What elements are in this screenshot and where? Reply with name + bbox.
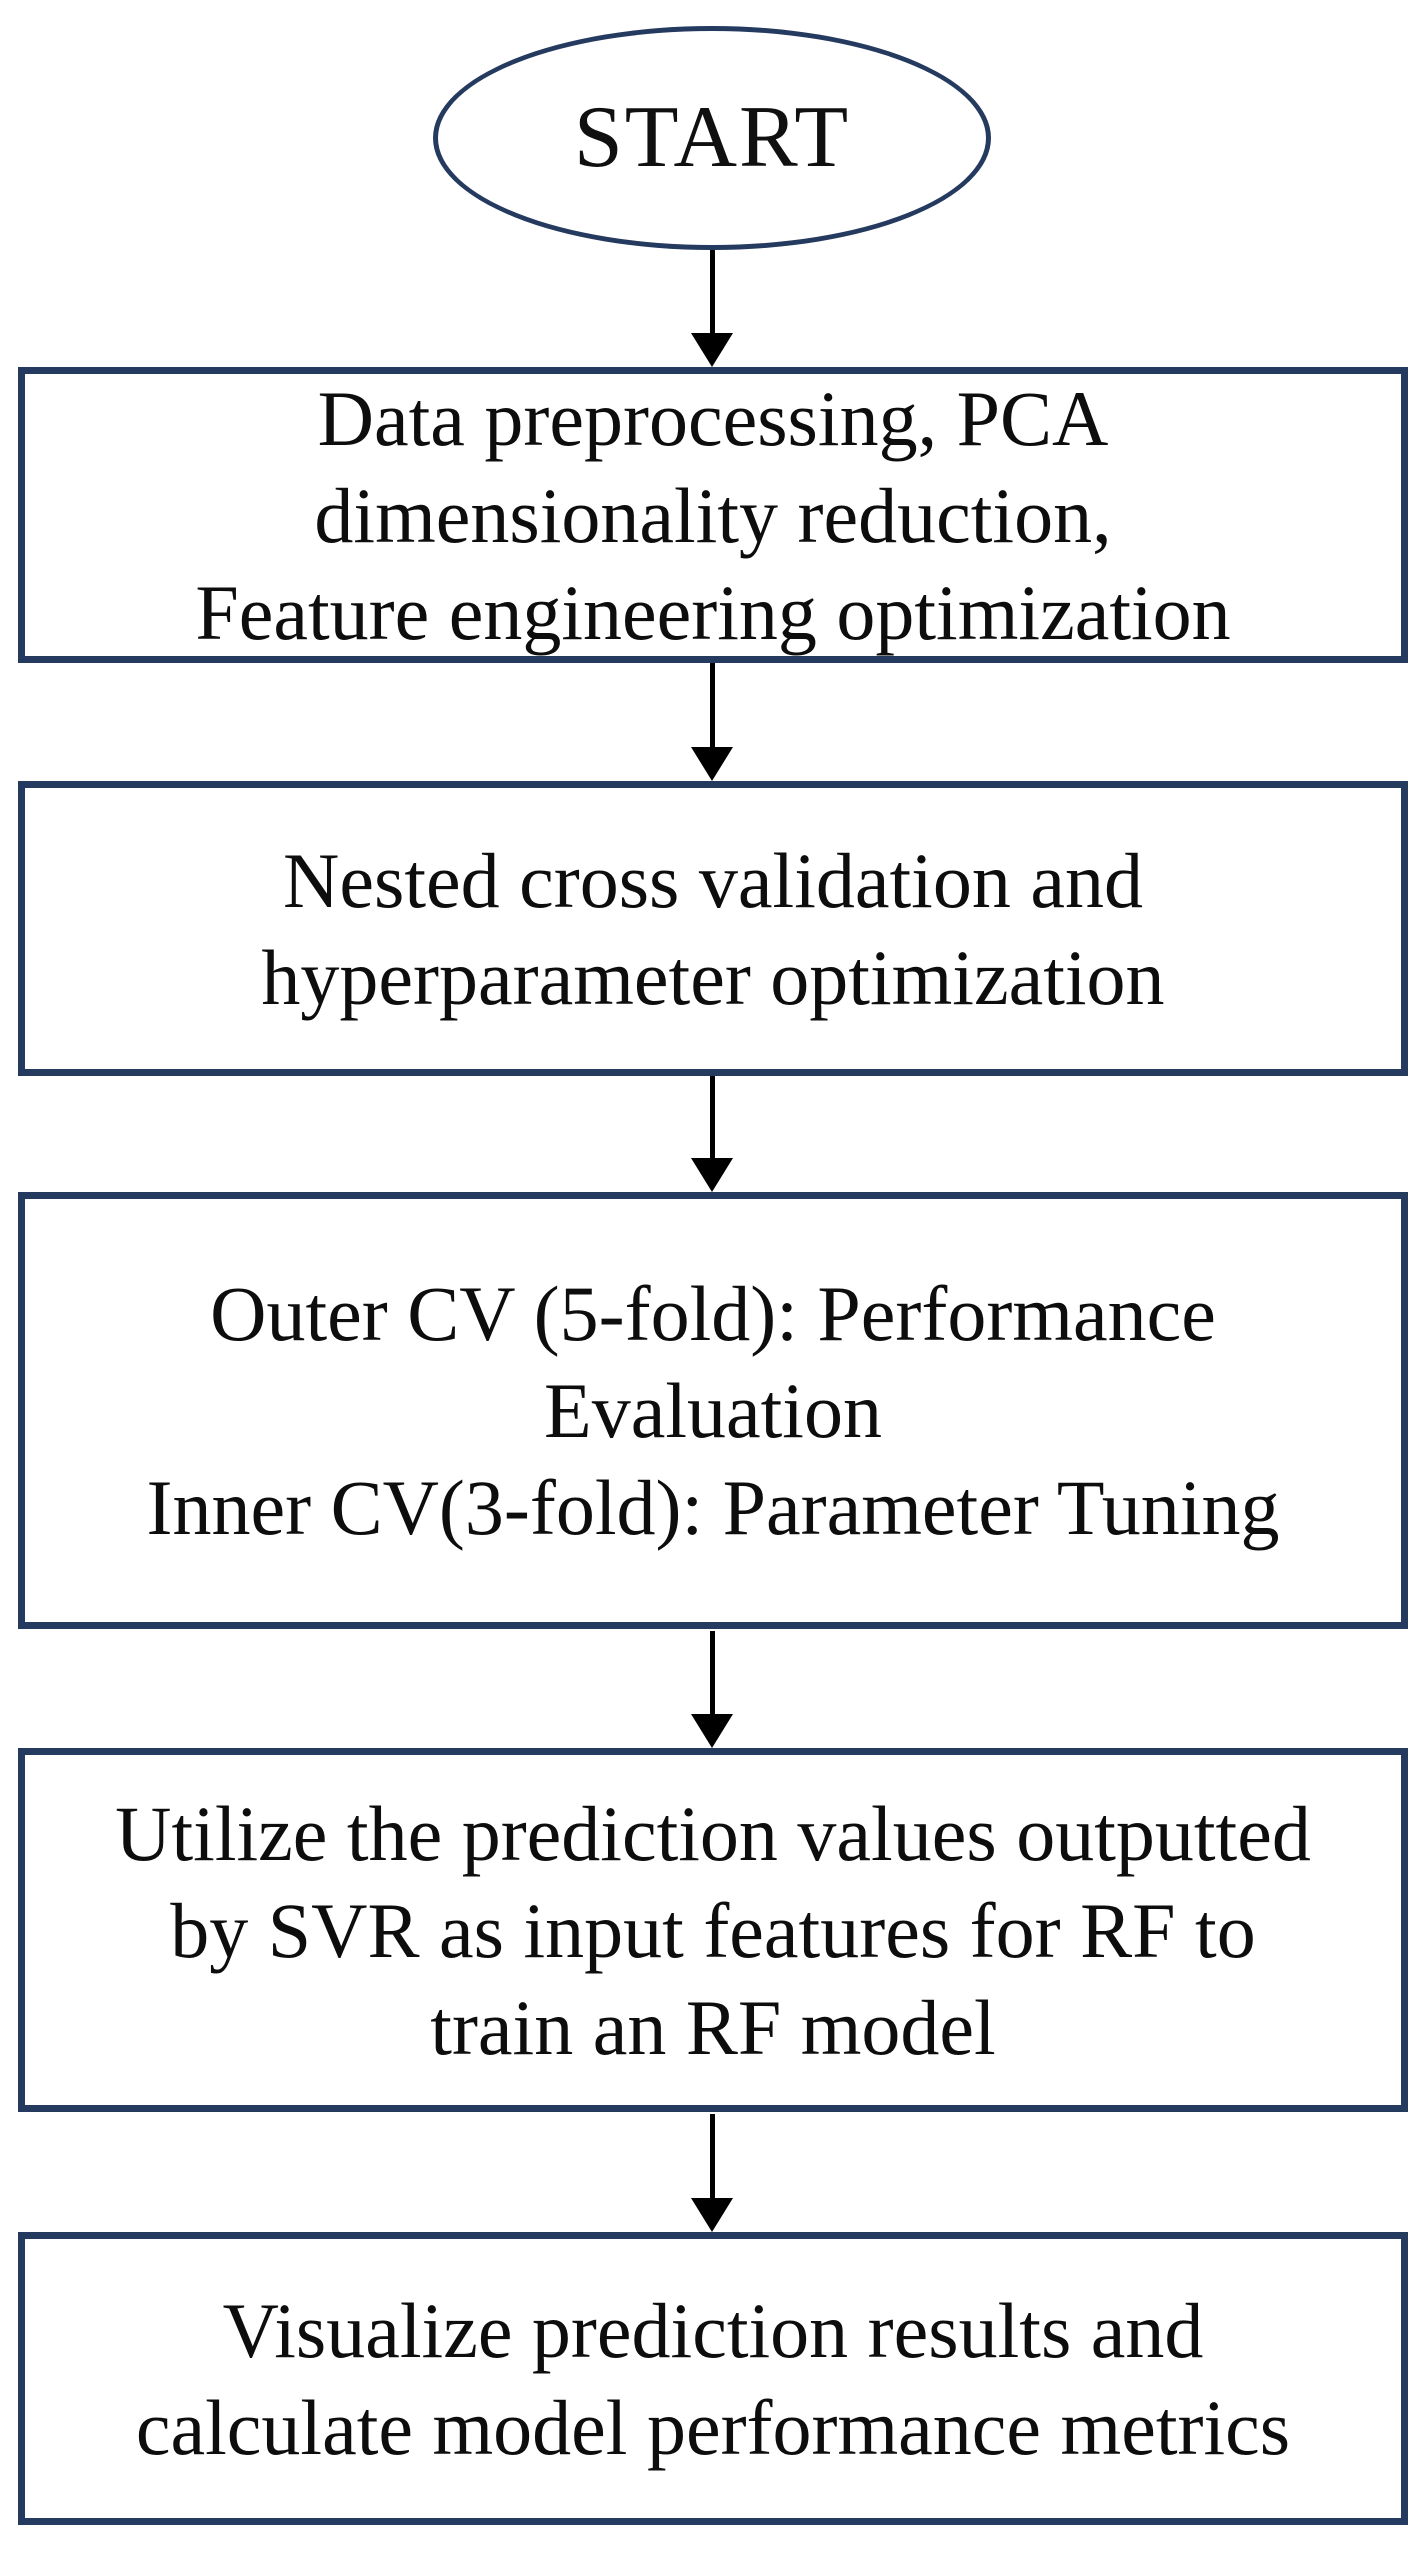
step-text-line: Evaluation (544, 1367, 882, 1454)
step-text-line: Visualize prediction results and (222, 2286, 1204, 2374)
arrow-down-icon (691, 1158, 733, 1192)
step-text-line: hyperparameter optimization (261, 933, 1165, 1021)
step-text-line: calculate model performance metrics (135, 2383, 1291, 2471)
step-text-line: train an RF model (430, 1983, 996, 2071)
step-text-line: Outer CV (5-fold): Performance (210, 1270, 1216, 1357)
step-text-line: Inner CV(3-fold): Parameter Tuning (146, 1464, 1280, 1551)
arrow-shaft (710, 1631, 715, 1716)
connector-arrow (691, 1076, 733, 1192)
arrow-shaft (710, 663, 715, 749)
arrow-down-icon (691, 1714, 733, 1748)
step-text-line: by SVR as input features for RF to (170, 1886, 1256, 1974)
connector-arrow (691, 2114, 733, 2232)
step-box-preprocessing: Data preprocessing, PCA dimensionality r… (18, 367, 1408, 663)
step-text-line: dimensionality reduction, (314, 471, 1112, 559)
step-text-line: Feature engineering optimization (195, 568, 1231, 656)
start-node: START (433, 26, 991, 250)
arrow-down-icon (691, 2198, 733, 2232)
step-text-line: Data preprocessing, PCA (317, 374, 1109, 462)
arrow-down-icon (691, 333, 733, 367)
step-box-visualize-metrics: Visualize prediction results and calcula… (18, 2232, 1408, 2525)
step-box-cv-folds: Outer CV (5-fold): Performance Evaluatio… (18, 1192, 1408, 1629)
arrow-shaft (710, 2114, 715, 2200)
step-box-svr-rf-training: Utilize the prediction values outputted … (18, 1748, 1408, 2112)
connector-arrow (691, 663, 733, 781)
step-text-line: Utilize the prediction values outputted (115, 1789, 1311, 1877)
arrow-shaft (710, 1076, 715, 1160)
step-box-nested-cv: Nested cross validation and hyperparamet… (18, 781, 1408, 1076)
connector-arrow (691, 1631, 733, 1748)
arrow-down-icon (691, 747, 733, 781)
start-label: START (573, 89, 851, 186)
connector-arrow (691, 250, 733, 367)
arrow-shaft (710, 250, 715, 335)
step-text-line: Nested cross validation and (283, 836, 1143, 924)
